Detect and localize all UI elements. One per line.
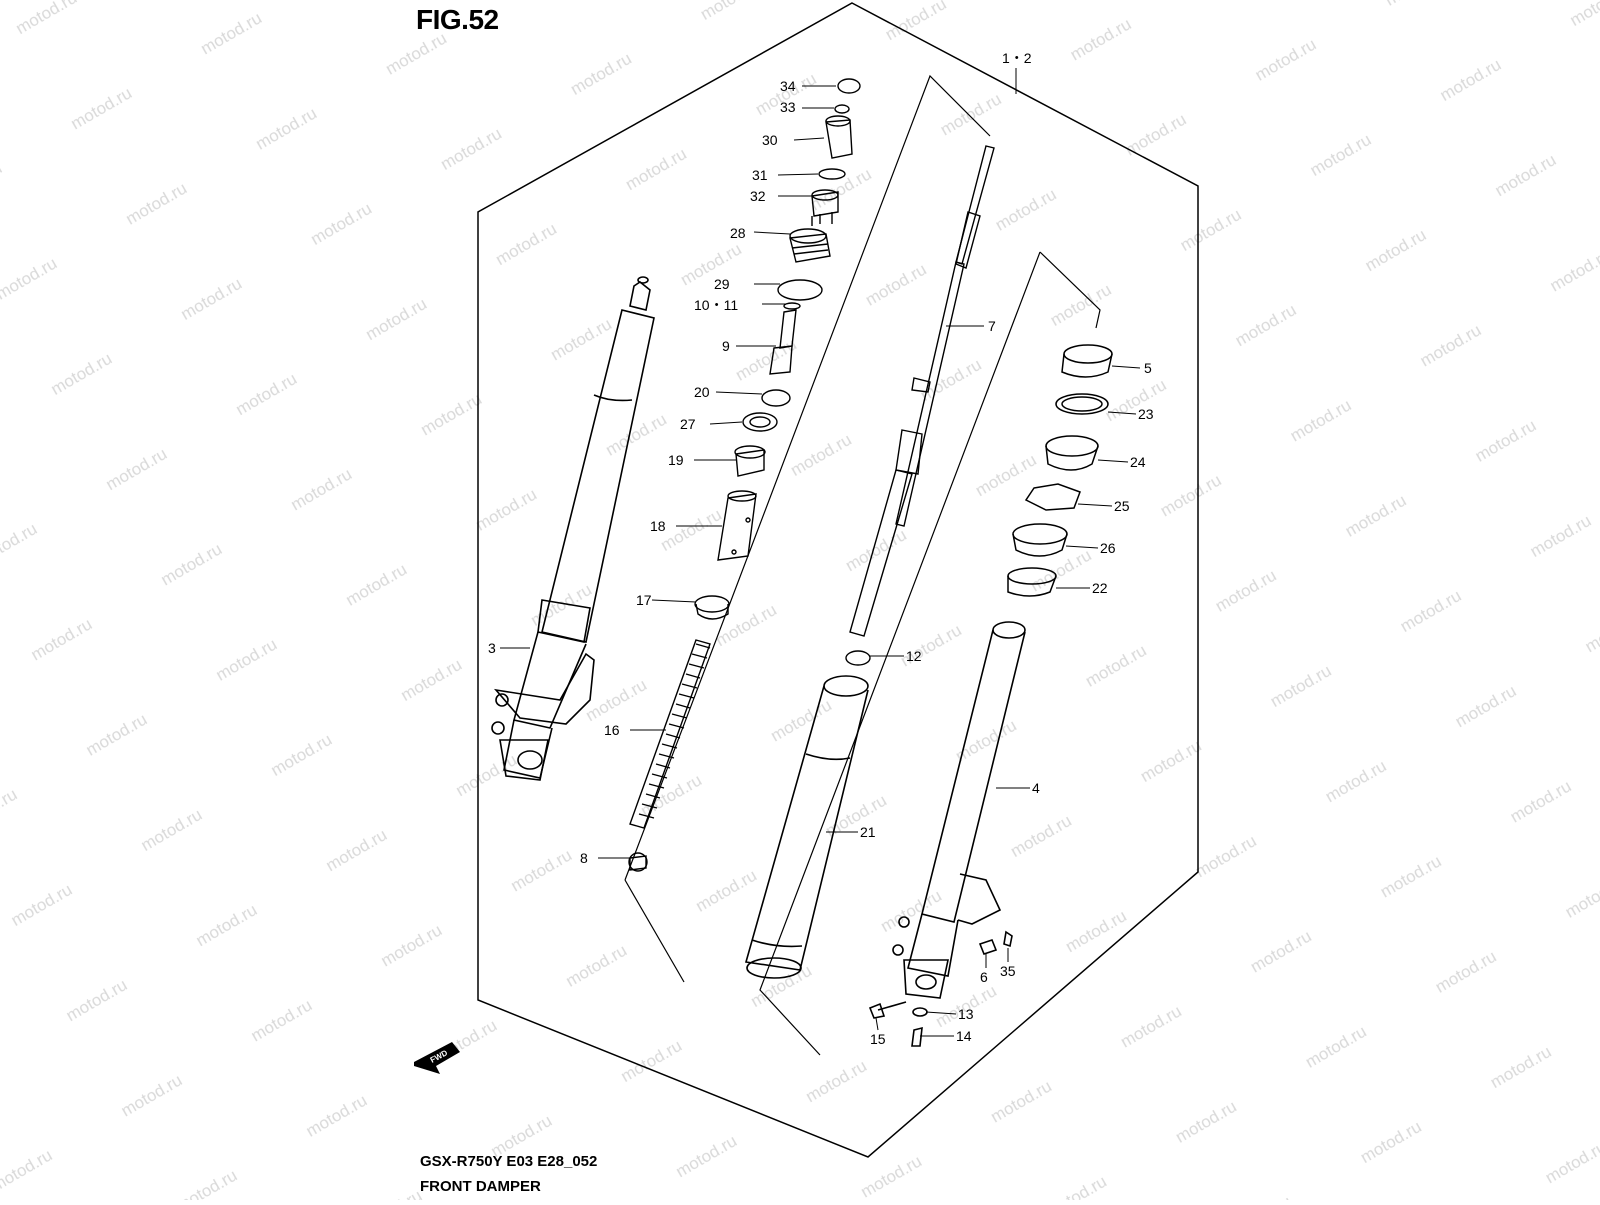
callout-6: 6 xyxy=(980,969,988,985)
part-25-clip xyxy=(1024,483,1081,511)
model-code: GSX-R750Y E03 E28_052 xyxy=(420,1153,598,1170)
leader-lines xyxy=(500,68,1141,1037)
callout-28: 28 xyxy=(730,225,746,241)
callout-labels: 34 33 30 31 32 28 29 10・11 9 20 27 19 18… xyxy=(488,50,1154,1047)
figure-title: FIG.52 xyxy=(416,4,499,35)
callout-19: 19 xyxy=(668,452,684,468)
part-20-washer xyxy=(761,389,791,407)
part-30-nut xyxy=(825,119,853,159)
callout-5: 5 xyxy=(1144,360,1152,376)
callout-4: 4 xyxy=(1032,780,1040,796)
callout-24: 24 xyxy=(1130,454,1146,470)
group-lines xyxy=(624,74,1101,1056)
part-14-bolt xyxy=(911,1026,923,1047)
callout-30: 30 xyxy=(762,132,778,148)
callout-13: 13 xyxy=(958,1006,974,1022)
callout-12: 12 xyxy=(906,648,922,664)
part-16-spring xyxy=(629,639,711,829)
part-35-cap xyxy=(1003,930,1013,948)
callout-1-2: 1・2 xyxy=(1002,50,1032,66)
part-18-collar xyxy=(717,493,757,561)
callout-3: 3 xyxy=(488,640,496,656)
callout-21: 21 xyxy=(860,824,876,840)
callout-10-11: 10・11 xyxy=(694,297,738,313)
callout-8: 8 xyxy=(580,850,588,866)
diagram-caption: FRONT DAMPER xyxy=(420,1178,541,1195)
part-19-stopper xyxy=(735,449,765,477)
callout-35: 35 xyxy=(1000,963,1016,979)
callout-15: 15 xyxy=(870,1031,886,1047)
callout-16: 16 xyxy=(604,722,620,738)
fork-assembly-left xyxy=(491,276,655,781)
part-27-seal xyxy=(742,412,778,432)
callout-34: 34 xyxy=(780,78,796,94)
part-12-ring xyxy=(845,650,871,666)
diagram-boundary xyxy=(477,2,1199,1158)
callout-9: 9 xyxy=(722,338,730,354)
callout-32: 32 xyxy=(750,188,766,204)
part-10-11 xyxy=(783,302,801,310)
callout-29: 29 xyxy=(714,276,730,292)
callout-22: 22 xyxy=(1092,580,1108,596)
callout-18: 18 xyxy=(650,518,666,534)
callout-33: 33 xyxy=(780,99,796,115)
callout-25: 25 xyxy=(1114,498,1130,514)
part-32-collar xyxy=(811,191,839,217)
callout-20: 20 xyxy=(694,384,710,400)
callout-23: 23 xyxy=(1138,406,1154,422)
callout-31: 31 xyxy=(752,167,768,183)
callout-17: 17 xyxy=(636,592,652,608)
part-4-inner-tube xyxy=(868,621,1026,1047)
part-17-cup xyxy=(694,595,730,613)
part-15-bolt xyxy=(868,1002,886,1019)
part-31-oring xyxy=(818,168,846,180)
callout-27: 27 xyxy=(680,416,696,432)
fwd-arrow-icon: FWD xyxy=(414,1042,460,1074)
part-6-bleeder xyxy=(978,939,998,955)
right-seal-stack xyxy=(1007,344,1113,597)
part-23-washer xyxy=(1055,393,1109,415)
callout-14: 14 xyxy=(956,1028,972,1044)
part-8-nut xyxy=(628,852,648,872)
callout-7: 7 xyxy=(988,318,996,334)
part-7-damper-rod xyxy=(849,145,995,637)
part-33-ring xyxy=(834,104,850,114)
callout-26: 26 xyxy=(1100,540,1116,556)
part-21-outer-tube xyxy=(744,675,869,979)
part-29-oring xyxy=(777,279,823,301)
part-34-washer xyxy=(837,78,861,94)
small-parts xyxy=(628,78,861,872)
